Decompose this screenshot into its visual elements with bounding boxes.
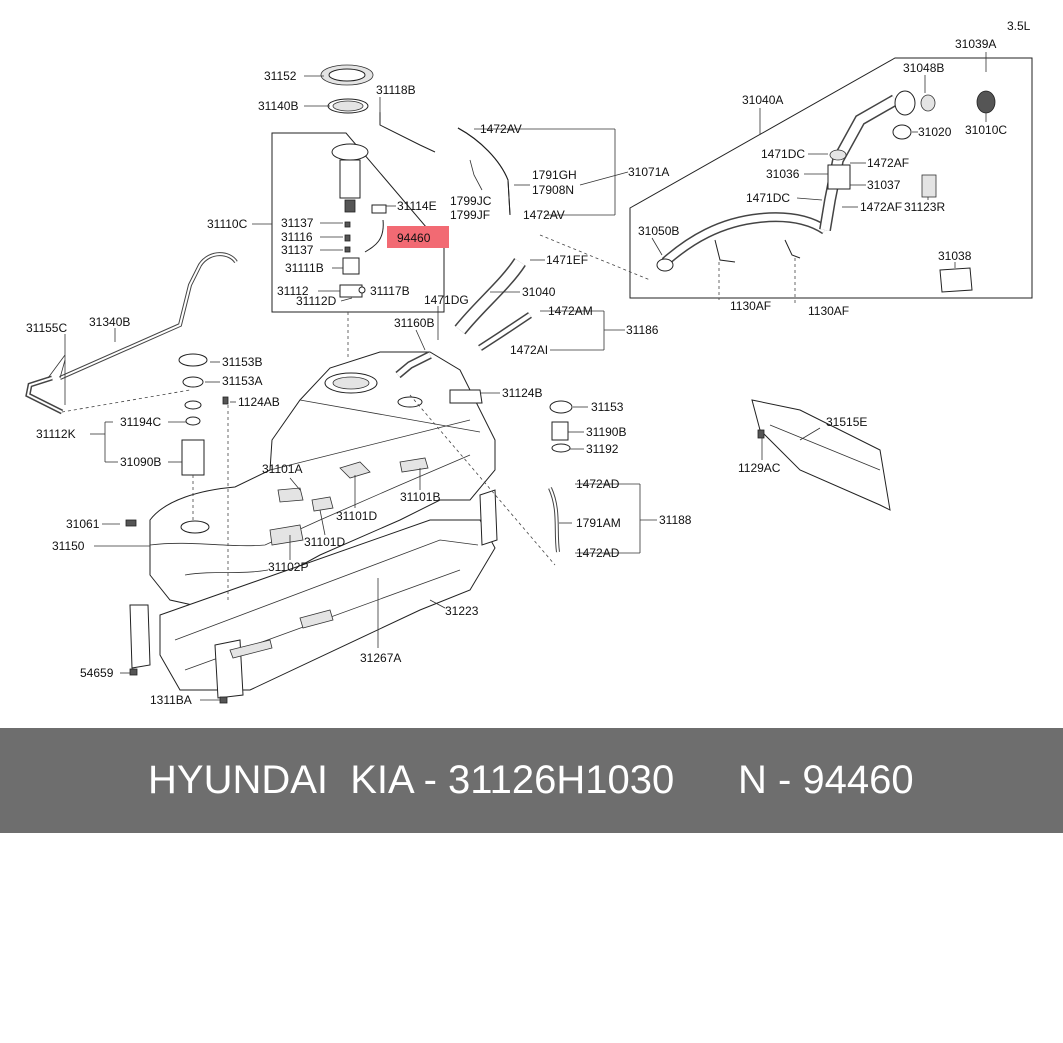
label-31048b: 31048B xyxy=(903,61,944,75)
label-1130af-b: 1130AF xyxy=(808,304,849,318)
label-1471dc-b: 1471DC xyxy=(746,191,790,205)
label-31061: 31061 xyxy=(66,517,100,531)
label-1791gh: 1791GH xyxy=(532,168,577,182)
label-31110c: 31110C xyxy=(207,217,248,231)
label-1124ab: 1124AB xyxy=(238,395,280,409)
label-31152: 31152 xyxy=(264,69,297,83)
label-1311ba: 1311BA xyxy=(150,693,192,707)
label-31140b: 31140B xyxy=(258,99,298,113)
label-94460-highlighted: 94460 xyxy=(397,231,431,245)
label-31188: 31188 xyxy=(659,513,692,527)
label-31036: 31036 xyxy=(766,167,800,181)
label-31223: 31223 xyxy=(445,604,479,618)
label-1130af-a: 1130AF xyxy=(730,299,771,313)
label-31020: 31020 xyxy=(918,125,952,139)
label-31340b: 31340B xyxy=(89,315,130,329)
label-54659: 54659 xyxy=(80,666,114,680)
label-31038: 31038 xyxy=(938,249,972,263)
pump-module-box xyxy=(271,132,445,313)
label-31116: 31116 xyxy=(281,230,313,244)
banner-part-number: HYUNDAI KIA - 31126H1030 xyxy=(148,758,675,802)
label-1472av-bottom: 1472AV xyxy=(523,208,565,222)
label-31192: 31192 xyxy=(586,442,619,456)
label-1799jf: 1799JF xyxy=(450,208,490,222)
label-1472av-top: 1472AV xyxy=(480,122,522,136)
label-31137-a: 31137 xyxy=(281,216,314,230)
label-31153: 31153 xyxy=(591,400,624,414)
engine-label: 3.5L xyxy=(1007,19,1031,33)
label-1472ai: 1472AI xyxy=(510,343,548,357)
label-31515e: 31515E xyxy=(826,415,867,429)
label-1471ef: 1471EF xyxy=(546,253,588,267)
label-31267a: 31267A xyxy=(360,651,401,665)
label-31101a: 31101A xyxy=(262,462,302,476)
label-31050b: 31050B xyxy=(638,224,679,238)
label-31101b: 31101B xyxy=(400,490,440,504)
label-31137-b: 31137 xyxy=(281,243,314,257)
label-31112k: 31112K xyxy=(36,427,76,441)
label-1471dc-a: 1471DC xyxy=(761,147,805,161)
filler-neck xyxy=(656,90,996,305)
banner-reference-number: N - 94460 xyxy=(738,758,914,802)
label-31090b: 31090B xyxy=(120,455,161,469)
secondary-filler-parts xyxy=(178,353,208,520)
part-number-banner: HYUNDAI KIA - 31126H1030 N - 94460 xyxy=(0,728,1063,833)
label-31112d: 31112D xyxy=(296,294,337,308)
label-31190b: 31190B xyxy=(586,425,626,439)
label-31071a: 31071A xyxy=(628,165,669,179)
fuel-tank xyxy=(149,351,496,611)
tank-protector-plate xyxy=(129,489,498,699)
label-31040: 31040 xyxy=(522,285,556,299)
label-31101d-b: 31101D xyxy=(304,535,345,549)
label-31114e: 31114E xyxy=(397,199,437,213)
label-1472af-a: 1472AF xyxy=(867,156,909,170)
label-1799jc: 1799JC xyxy=(450,194,492,208)
label-1472am: 1472AM xyxy=(548,304,593,318)
label-31194c: 31194C xyxy=(120,415,161,429)
fuel-pump-module xyxy=(320,64,436,298)
label-17908n: 17908N xyxy=(532,183,574,197)
label-31186: 31186 xyxy=(626,323,659,337)
label-31123r: 31123R xyxy=(904,200,945,214)
filler-group-box xyxy=(629,57,1033,299)
vent-tube xyxy=(59,252,238,380)
label-31101d-a: 31101D xyxy=(336,509,377,523)
right-side-parts xyxy=(125,389,891,704)
label-31117b: 31117B xyxy=(370,284,410,298)
label-1472ad-a: 1472AD xyxy=(576,477,620,491)
label-31037: 31037 xyxy=(867,178,901,192)
label-31124b: 31124B xyxy=(502,386,542,400)
label-1472af-b: 1472AF xyxy=(860,200,902,214)
label-31155c: 31155C xyxy=(26,321,67,335)
label-31040a: 31040A xyxy=(742,93,783,107)
label-1791am: 1791AM xyxy=(576,516,621,530)
fuel-tank-parts-diagram: 3.5L 31152 31140B 31118B 1472AV 31110C 3… xyxy=(25,19,1033,707)
label-31039a: 31039A xyxy=(955,37,996,51)
label-31153a: 31153A xyxy=(222,374,262,388)
label-31118b: 31118B xyxy=(376,83,416,97)
label-31102p: 31102P xyxy=(268,560,308,574)
label-31153b: 31153B xyxy=(222,355,262,369)
label-1472ad-b: 1472AD xyxy=(576,546,620,560)
highlight-box xyxy=(387,226,449,248)
label-31010c: 31010C xyxy=(965,123,1007,137)
label-31160b: 31160B xyxy=(394,316,434,330)
label-1129ac: 1129AC xyxy=(738,461,781,475)
label-31111b: 31111B xyxy=(285,261,324,275)
label-31112: 31112 xyxy=(277,284,309,298)
label-31150: 31150 xyxy=(52,539,85,553)
label-1471dg: 1471DG xyxy=(424,293,469,307)
